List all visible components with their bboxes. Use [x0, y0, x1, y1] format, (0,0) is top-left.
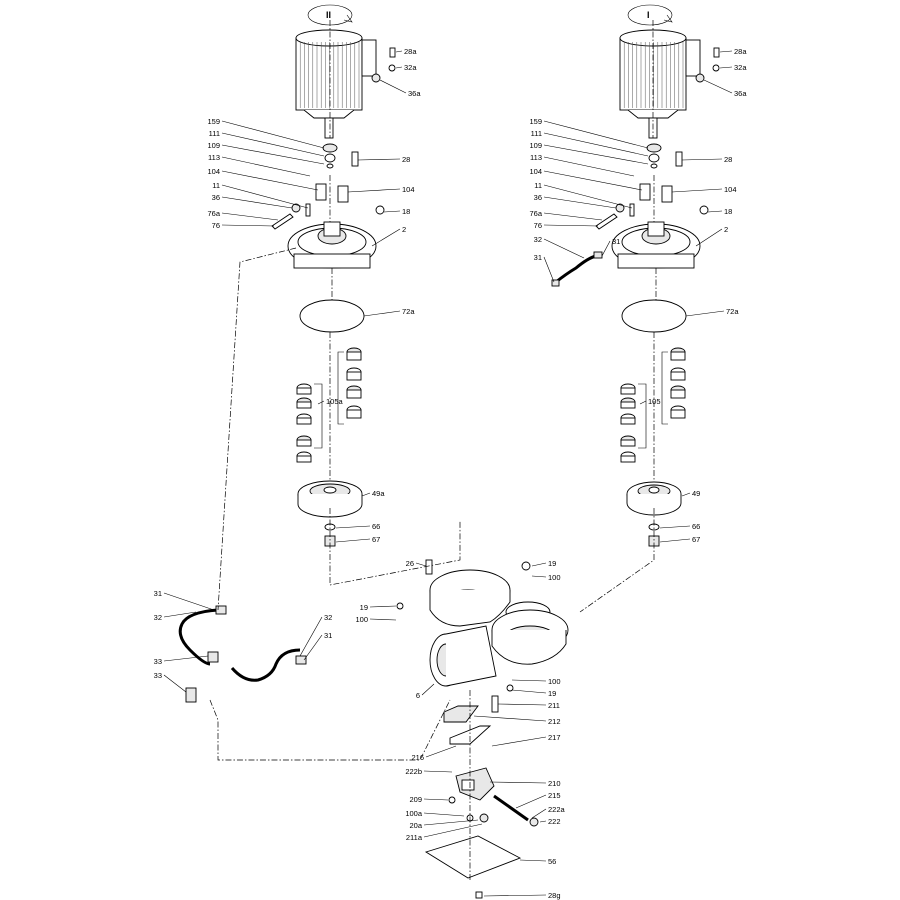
part-label: 28a: [404, 47, 417, 56]
part-label: 111: [531, 129, 542, 138]
part-label: 33: [154, 657, 162, 666]
part-label: 104: [724, 185, 737, 194]
rotation-arrow-icon: I: [627, 4, 673, 26]
part-label: 19: [548, 689, 556, 698]
part-label: 28g: [548, 891, 561, 900]
part-label: 67: [692, 535, 700, 544]
part-label: 100: [548, 573, 561, 582]
part-label: 28: [402, 155, 410, 164]
center-lines: [209, 20, 657, 880]
part-label: 215: [548, 791, 561, 800]
part-label: 31: [534, 253, 542, 262]
part-label: 32: [154, 613, 162, 622]
part-label: 210: [548, 779, 561, 788]
part-label: 32: [324, 613, 332, 622]
part-labels: 28a 32a 36a 159 111 109 113 28 104 11 104 36 18 76a 76…: [154, 47, 748, 900]
pump-body-icon: [396, 559, 569, 713]
part-label: 109: [529, 141, 542, 150]
part-label: 109: [207, 141, 220, 150]
part-label: 49: [692, 489, 700, 498]
part-label: 222b: [405, 767, 422, 776]
part-label: 104: [402, 185, 415, 194]
part-label: 104: [207, 167, 220, 176]
part-label: 36a: [408, 89, 421, 98]
part-label: 33: [154, 671, 162, 680]
part-label: 31: [324, 631, 332, 640]
part-label: 20a: [409, 821, 422, 830]
part-label: 49a: [372, 489, 385, 498]
rotation-mark-ii: II: [326, 10, 331, 20]
part-label: 105: [648, 397, 661, 406]
motor-icon: [295, 29, 377, 139]
part-label: 76a: [529, 209, 542, 218]
part-label: 66: [372, 522, 380, 531]
part-label: 36a: [734, 89, 747, 98]
part-label: 72a: [402, 307, 415, 316]
part-label: 36: [212, 193, 220, 202]
part-label: 222: [548, 817, 561, 826]
part-label: 18: [402, 207, 410, 216]
part-label: 18: [724, 207, 732, 216]
part-label: 159: [529, 117, 542, 126]
part-label: 100: [355, 615, 368, 624]
part-label: 113: [208, 153, 220, 162]
part-label: 26: [406, 559, 414, 568]
part-label: 100a: [405, 809, 423, 818]
part-label: 76a: [207, 209, 220, 218]
part-label: 11: [534, 181, 542, 190]
part-label: 216: [411, 753, 424, 762]
part-label: 113: [530, 153, 542, 162]
part-label: 28: [724, 155, 732, 164]
part-label: 19: [360, 603, 368, 612]
motor-icon: [619, 29, 701, 139]
part-label: 111: [209, 129, 220, 138]
part-label: 67: [372, 535, 380, 544]
part-label: 28a: [734, 47, 747, 56]
part-label: 19: [548, 559, 556, 568]
part-label: 211: [548, 701, 560, 710]
part-label: 159: [207, 117, 220, 126]
part-label: 66: [692, 522, 700, 531]
left-pump-assembly: II: [271, 4, 396, 547]
part-label: 100: [548, 677, 561, 686]
part-label: 72a: [726, 307, 739, 316]
part-label: 222a: [548, 805, 566, 814]
part-label: 105a: [326, 397, 344, 406]
part-label: 31: [612, 237, 620, 246]
impeller-icon: [297, 480, 363, 518]
flange-plate-icon: [611, 221, 701, 269]
part-label: 36: [534, 193, 542, 202]
part-label: 56: [548, 857, 556, 866]
part-label: 212: [548, 717, 561, 726]
part-label: 76: [534, 221, 542, 230]
part-label: 2: [402, 225, 406, 234]
part-label: 32a: [734, 63, 747, 72]
o-ring-icon: [621, 299, 687, 333]
part-label: 6: [416, 691, 420, 700]
part-label: 31: [154, 589, 162, 598]
impeller-icon: [626, 481, 682, 516]
o-ring-icon: [299, 299, 365, 333]
bypass-pipe-assembly: [178, 605, 307, 703]
part-label: 32: [534, 235, 542, 244]
part-label: 76: [212, 221, 220, 230]
flange-plate-icon: [287, 221, 377, 269]
part-label: 217: [548, 733, 561, 742]
part-label: 211a: [406, 833, 423, 842]
part-label: 32a: [404, 63, 417, 72]
part-label: 2: [724, 225, 728, 234]
part-label: 11: [212, 181, 220, 190]
base-frame-icon: [424, 705, 539, 899]
part-label: 209: [409, 795, 422, 804]
right-pump-assembly: I: [551, 4, 720, 547]
rotation-mark-i: I: [647, 10, 650, 20]
part-label: 104: [529, 167, 542, 176]
